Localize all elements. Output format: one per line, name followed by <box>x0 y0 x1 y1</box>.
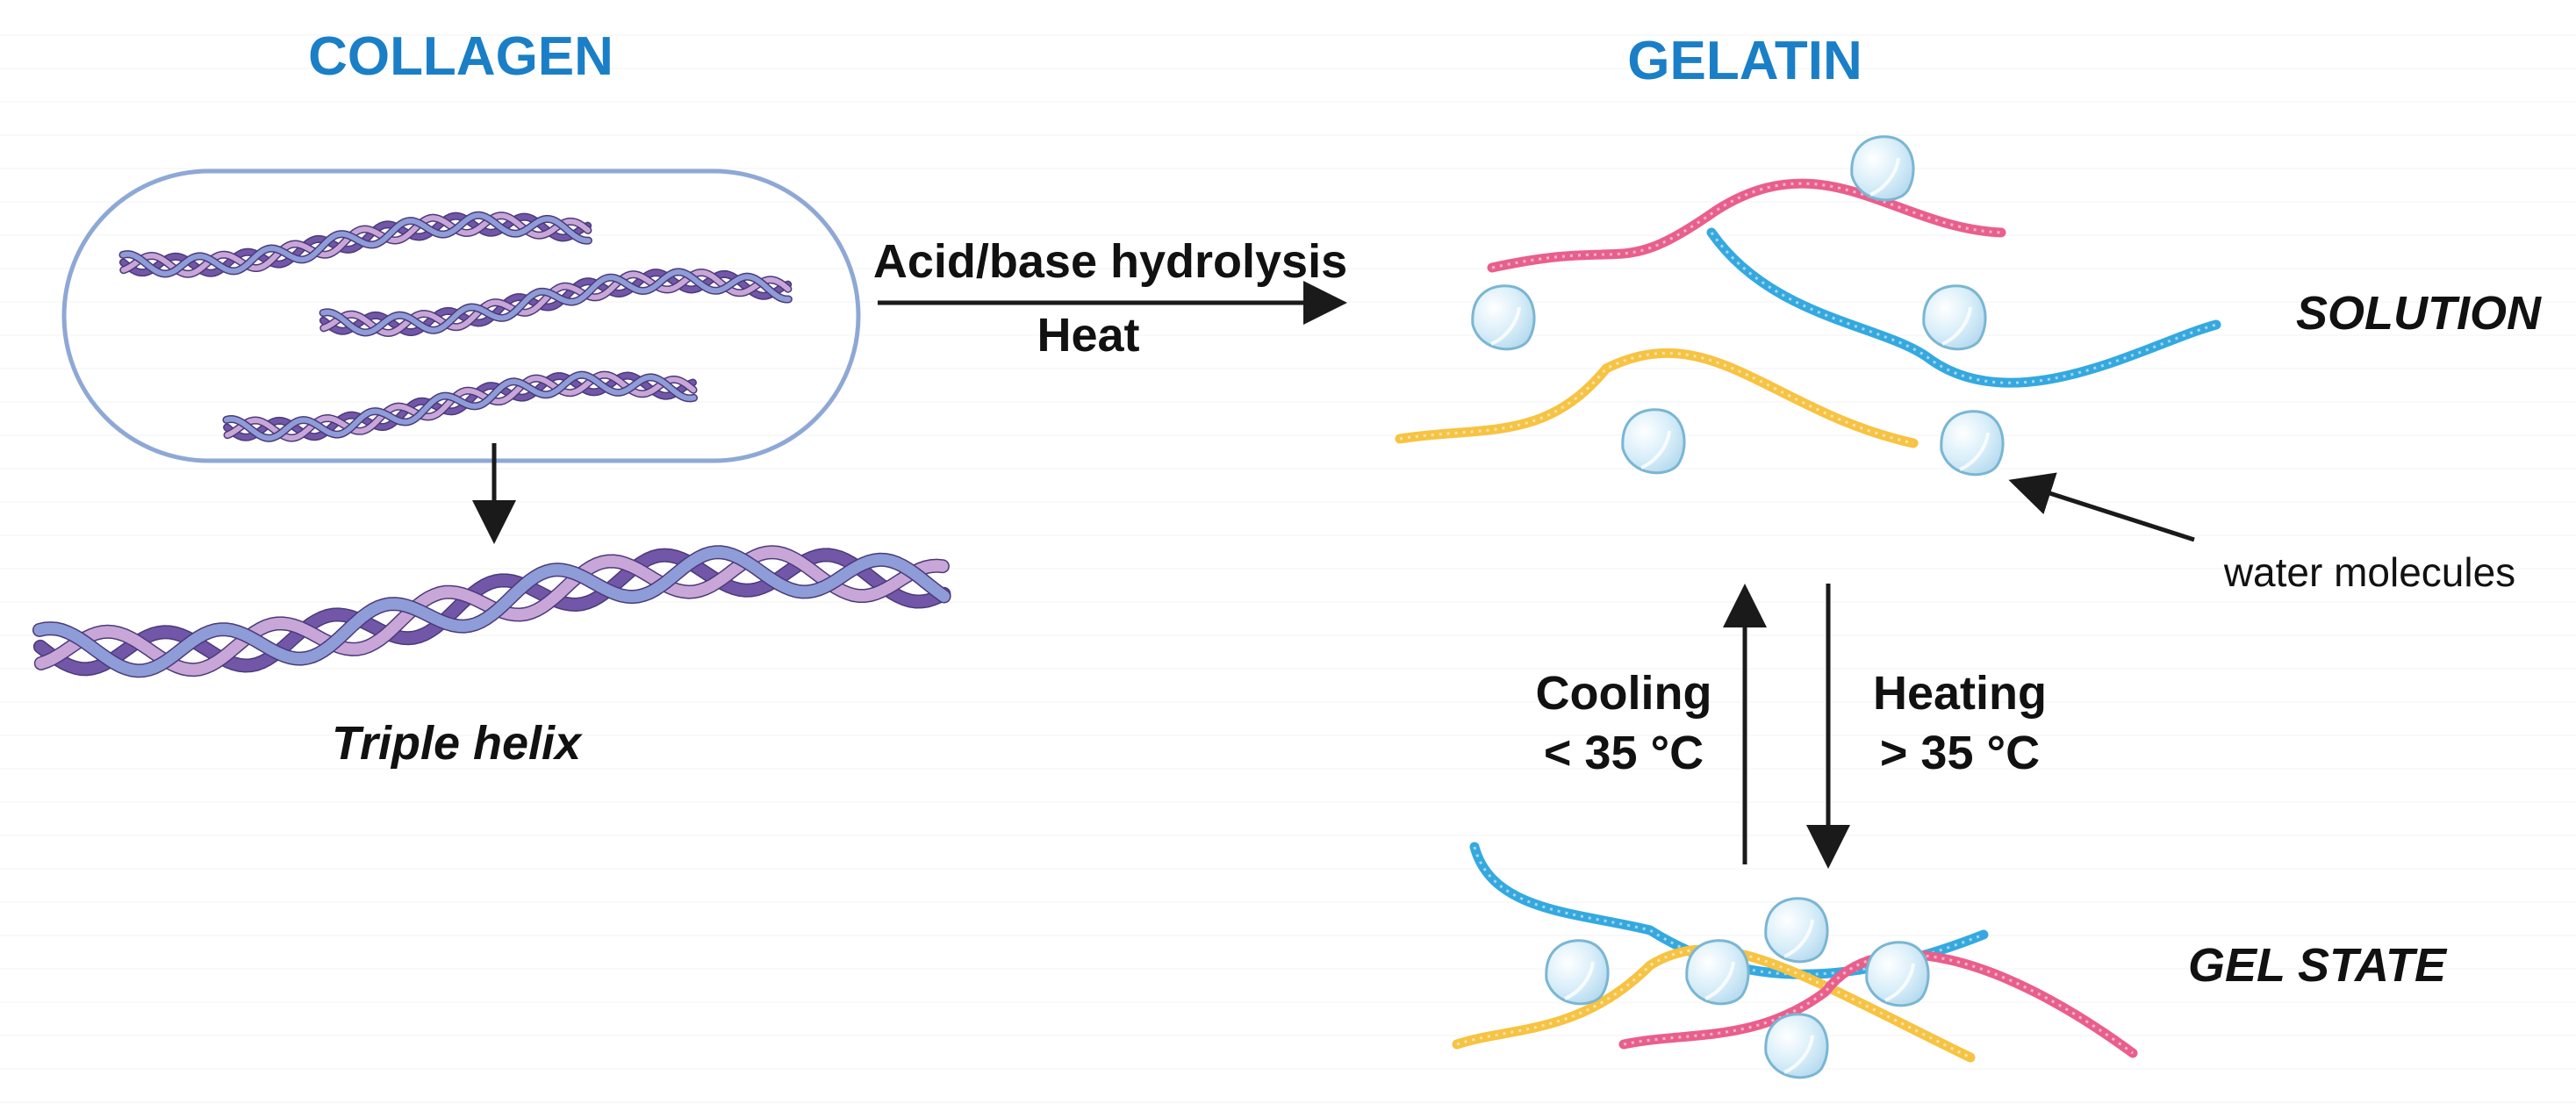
helix-strand <box>320 269 792 336</box>
collagen-helix-small-1 <box>118 211 592 278</box>
water-molecule <box>1940 410 2005 477</box>
triple-helix-label: Triple helix <box>332 717 583 770</box>
solution-gelatin-chains <box>1395 178 2221 448</box>
water-molecules-label: water molecules <box>2223 549 2515 595</box>
water-molecule <box>1471 284 1536 351</box>
gelatin-chain <box>1487 178 2006 273</box>
water-molecule <box>1685 939 1750 1006</box>
helix-strand <box>120 212 592 277</box>
process-label-hydrolysis: Acid/base hydrolysis <box>873 235 1347 288</box>
gel-state-label: GEL STATE <box>2188 939 2448 992</box>
water-molecule <box>1545 939 1610 1006</box>
water-molecules-pointer-arrow <box>2008 472 2195 542</box>
solution-water-molecules <box>1471 135 2005 477</box>
gelatin-title: GELATIN <box>1627 31 1862 91</box>
process-label-heat: Heat <box>1037 309 1139 362</box>
heating-label: Heating <box>1873 667 2047 720</box>
collagen-helix-small-2 <box>319 268 793 338</box>
water-molecule <box>1922 284 1987 351</box>
water-molecule <box>1621 408 1686 475</box>
gelatin-chain <box>1706 227 2221 388</box>
collagen-fibril-capsule <box>61 168 861 463</box>
water-molecule <box>1764 1013 1829 1079</box>
helix-strand <box>224 372 697 441</box>
heating-temperature: > 35 °C <box>1880 727 2040 779</box>
water-molecule <box>1865 941 1930 1007</box>
water-molecule <box>1764 897 1829 964</box>
helix-strand <box>320 269 791 336</box>
gelatin-chain-texture <box>1491 182 2002 269</box>
gelatin-chain-texture <box>1623 953 2134 1055</box>
gelatin-chain-texture <box>1399 352 1914 445</box>
collagen-title: COLLAGEN <box>308 26 614 87</box>
helix-strand <box>120 212 591 277</box>
gel-state-chains <box>1452 842 2138 1063</box>
gelatin-chain <box>1452 944 1976 1063</box>
cooling-label: Cooling <box>1536 667 1712 720</box>
triple-helix-illustration <box>32 545 951 678</box>
gel-state-water-molecules <box>1545 897 1930 1079</box>
cooling-temperature: < 35 °C <box>1544 727 1704 779</box>
helix-strand <box>33 546 951 677</box>
collagen-helix-small-3 <box>222 370 698 442</box>
helix-strand <box>225 372 696 441</box>
solution-label: SOLUTION <box>2296 287 2542 340</box>
water-molecule <box>1850 135 1915 202</box>
